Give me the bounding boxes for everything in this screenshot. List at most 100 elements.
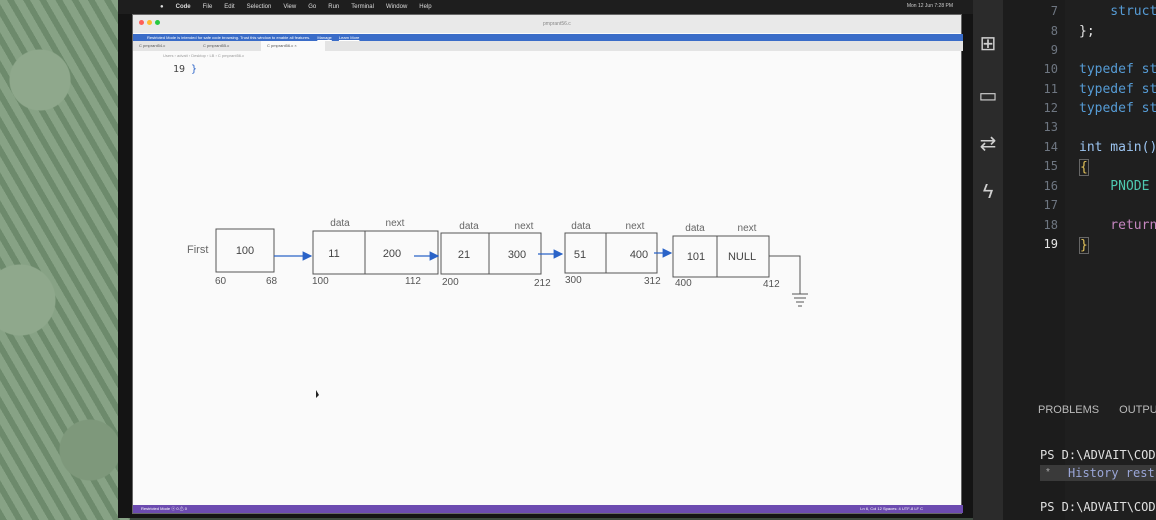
node4-data: 101: [687, 251, 705, 263]
tab-file-active[interactable]: C pmprant56.c ×: [261, 41, 325, 51]
code-line[interactable]: int main(): [1079, 140, 1156, 155]
cursor-icon: [316, 390, 319, 398]
head-box: [215, 228, 275, 273]
linked-list-diagram: First 100 60 68 data next 11 200 100 112…: [187, 218, 808, 398]
code-line[interactable]: typedef st: [1079, 82, 1156, 97]
line-number-current: 19: [1043, 237, 1058, 251]
node3-addr-end: 312: [644, 276, 661, 287]
node3-next: 400: [630, 249, 648, 261]
tab-output[interactable]: OUTPUT: [1119, 404, 1156, 416]
zoom-dot-icon[interactable]: [155, 20, 160, 25]
breadcrumb[interactable]: Users › advait › Desktop › LB › C pmpran…: [163, 53, 245, 58]
node4-addr-start: 400: [675, 278, 692, 289]
line-number: 10: [1043, 62, 1058, 76]
line-number: 15: [1043, 159, 1058, 173]
line-number: 14: [1043, 140, 1058, 154]
code-line[interactable]: typedef st: [1079, 101, 1156, 116]
window-title: pmprant56.c: [543, 21, 571, 27]
menu-help[interactable]: Help: [419, 4, 432, 10]
head-value: 100: [236, 245, 254, 257]
line-number: 16: [1043, 179, 1058, 193]
code-line[interactable]: typedef st: [1079, 62, 1156, 77]
close-dot-icon[interactable]: [139, 20, 144, 25]
mac-menubar: ● Code File Edit Selection View Go Run T…: [118, 0, 973, 14]
node2-next: 300: [508, 249, 526, 261]
node2-data-label: data: [459, 221, 479, 232]
node1-data-label: data: [330, 218, 350, 229]
head-label: First: [187, 244, 208, 256]
code-text: }: [191, 64, 198, 75]
terminal-prompt[interactable]: PS D:\ADVAIT\COD: [1040, 500, 1156, 514]
background-fabric: [0, 0, 130, 520]
node2-next-label: next: [515, 221, 534, 232]
laptop-screen: ● Code File Edit Selection View Go Run T…: [118, 0, 973, 518]
line-number: 9: [1050, 43, 1058, 57]
code-line[interactable]: {: [1079, 159, 1089, 176]
code-editor[interactable]: [1065, 0, 1156, 520]
node4-next: NULL: [728, 251, 756, 263]
node3-data-label: data: [571, 221, 591, 232]
activity-bar: ⊞ ▭ ⇄ ϟ: [973, 0, 1003, 520]
menubar-clock[interactable]: Mon 12 Jun 7:28 PM: [906, 3, 953, 9]
node2-addr-end: 212: [534, 278, 551, 289]
terminal-prompt[interactable]: PS D:\ADVAIT\COD: [1040, 448, 1156, 462]
menu-view[interactable]: View: [283, 4, 297, 10]
tab-problems[interactable]: PROBLEMS: [1038, 404, 1100, 416]
menu-file[interactable]: File: [202, 4, 213, 10]
line-number: 7: [1050, 4, 1058, 18]
menu-app[interactable]: Code: [175, 4, 191, 10]
minimize-dot-icon[interactable]: [147, 20, 152, 25]
code-line[interactable]: struct: [1079, 4, 1156, 19]
remote-explorer-icon[interactable]: ▭: [978, 85, 998, 107]
node4-data-label: data: [685, 223, 705, 234]
null-ground-icon: [769, 255, 808, 307]
code-line[interactable]: }: [1079, 237, 1089, 254]
panel-tabs: PROBLEMS OUTPUT: [1038, 404, 1156, 416]
node2-addr-start: 200: [442, 277, 459, 288]
history-text: History rest: [1068, 466, 1155, 480]
node4-next-label: next: [738, 223, 757, 234]
menu-selection[interactable]: Selection: [246, 4, 272, 10]
node3-addr-start: 300: [565, 275, 582, 286]
node4-addr-end: 412: [763, 279, 780, 290]
node1-next-label: next: [386, 218, 405, 229]
learn-more-link[interactable]: Learn More: [338, 35, 360, 40]
node3-next-label: next: [626, 221, 645, 232]
lightning-icon[interactable]: ϟ: [982, 181, 994, 203]
star-icon: *: [1046, 467, 1050, 478]
node2-data: 21: [458, 249, 470, 261]
menu-window[interactable]: Window: [385, 4, 408, 10]
menu-terminal[interactable]: Terminal: [351, 4, 374, 10]
line-number: 13: [1043, 120, 1058, 134]
menu-edit[interactable]: Edit: [224, 4, 235, 10]
tab-file-1[interactable]: C pmprant54.c: [139, 43, 166, 48]
manage-link[interactable]: Manage: [317, 35, 332, 40]
line-number: 19: [173, 64, 186, 75]
line-number: 17: [1043, 198, 1058, 212]
source-control-icon[interactable]: ⇄: [979, 133, 997, 155]
node1-addr-start: 100: [312, 276, 329, 287]
code-line[interactable]: 19}: [173, 64, 197, 75]
status-left[interactable]: Restricted Mode ⓧ 0 ⚠ 0: [141, 506, 188, 511]
title-bar: pmprant56.c: [133, 15, 961, 33]
node1-data: 11: [328, 248, 339, 260]
node1-addr-end: 112: [405, 276, 421, 287]
window-controls: [139, 20, 160, 25]
head-addr-start: 60: [215, 276, 227, 287]
code-line[interactable]: };: [1079, 24, 1095, 39]
head-addr-end: 68: [266, 276, 278, 287]
status-right[interactable]: Ln 6, Col 12 Spaces: 4 UTF-8 LF C: [860, 506, 923, 511]
menu-go[interactable]: Go: [308, 4, 317, 10]
extensions-icon[interactable]: ⊞: [979, 33, 997, 55]
line-gutter: [1003, 0, 1065, 520]
line-number: 11: [1043, 82, 1058, 96]
code-line[interactable]: return: [1079, 218, 1156, 233]
menu-run[interactable]: Run: [328, 4, 340, 10]
apple-icon[interactable]: ●: [160, 4, 164, 10]
code-line[interactable]: PNODE: [1079, 179, 1150, 194]
tab-file-2[interactable]: C pmprant55.c: [203, 43, 230, 48]
editor-tabs: C pmprant54.c C pmprant55.c C pmprant56.…: [133, 41, 963, 51]
restricted-text: Restricted Mode is intended for safe cod…: [147, 35, 311, 40]
line-number: 12: [1043, 101, 1058, 115]
restricted-mode-banner: Restricted Mode is intended for safe cod…: [133, 34, 963, 41]
